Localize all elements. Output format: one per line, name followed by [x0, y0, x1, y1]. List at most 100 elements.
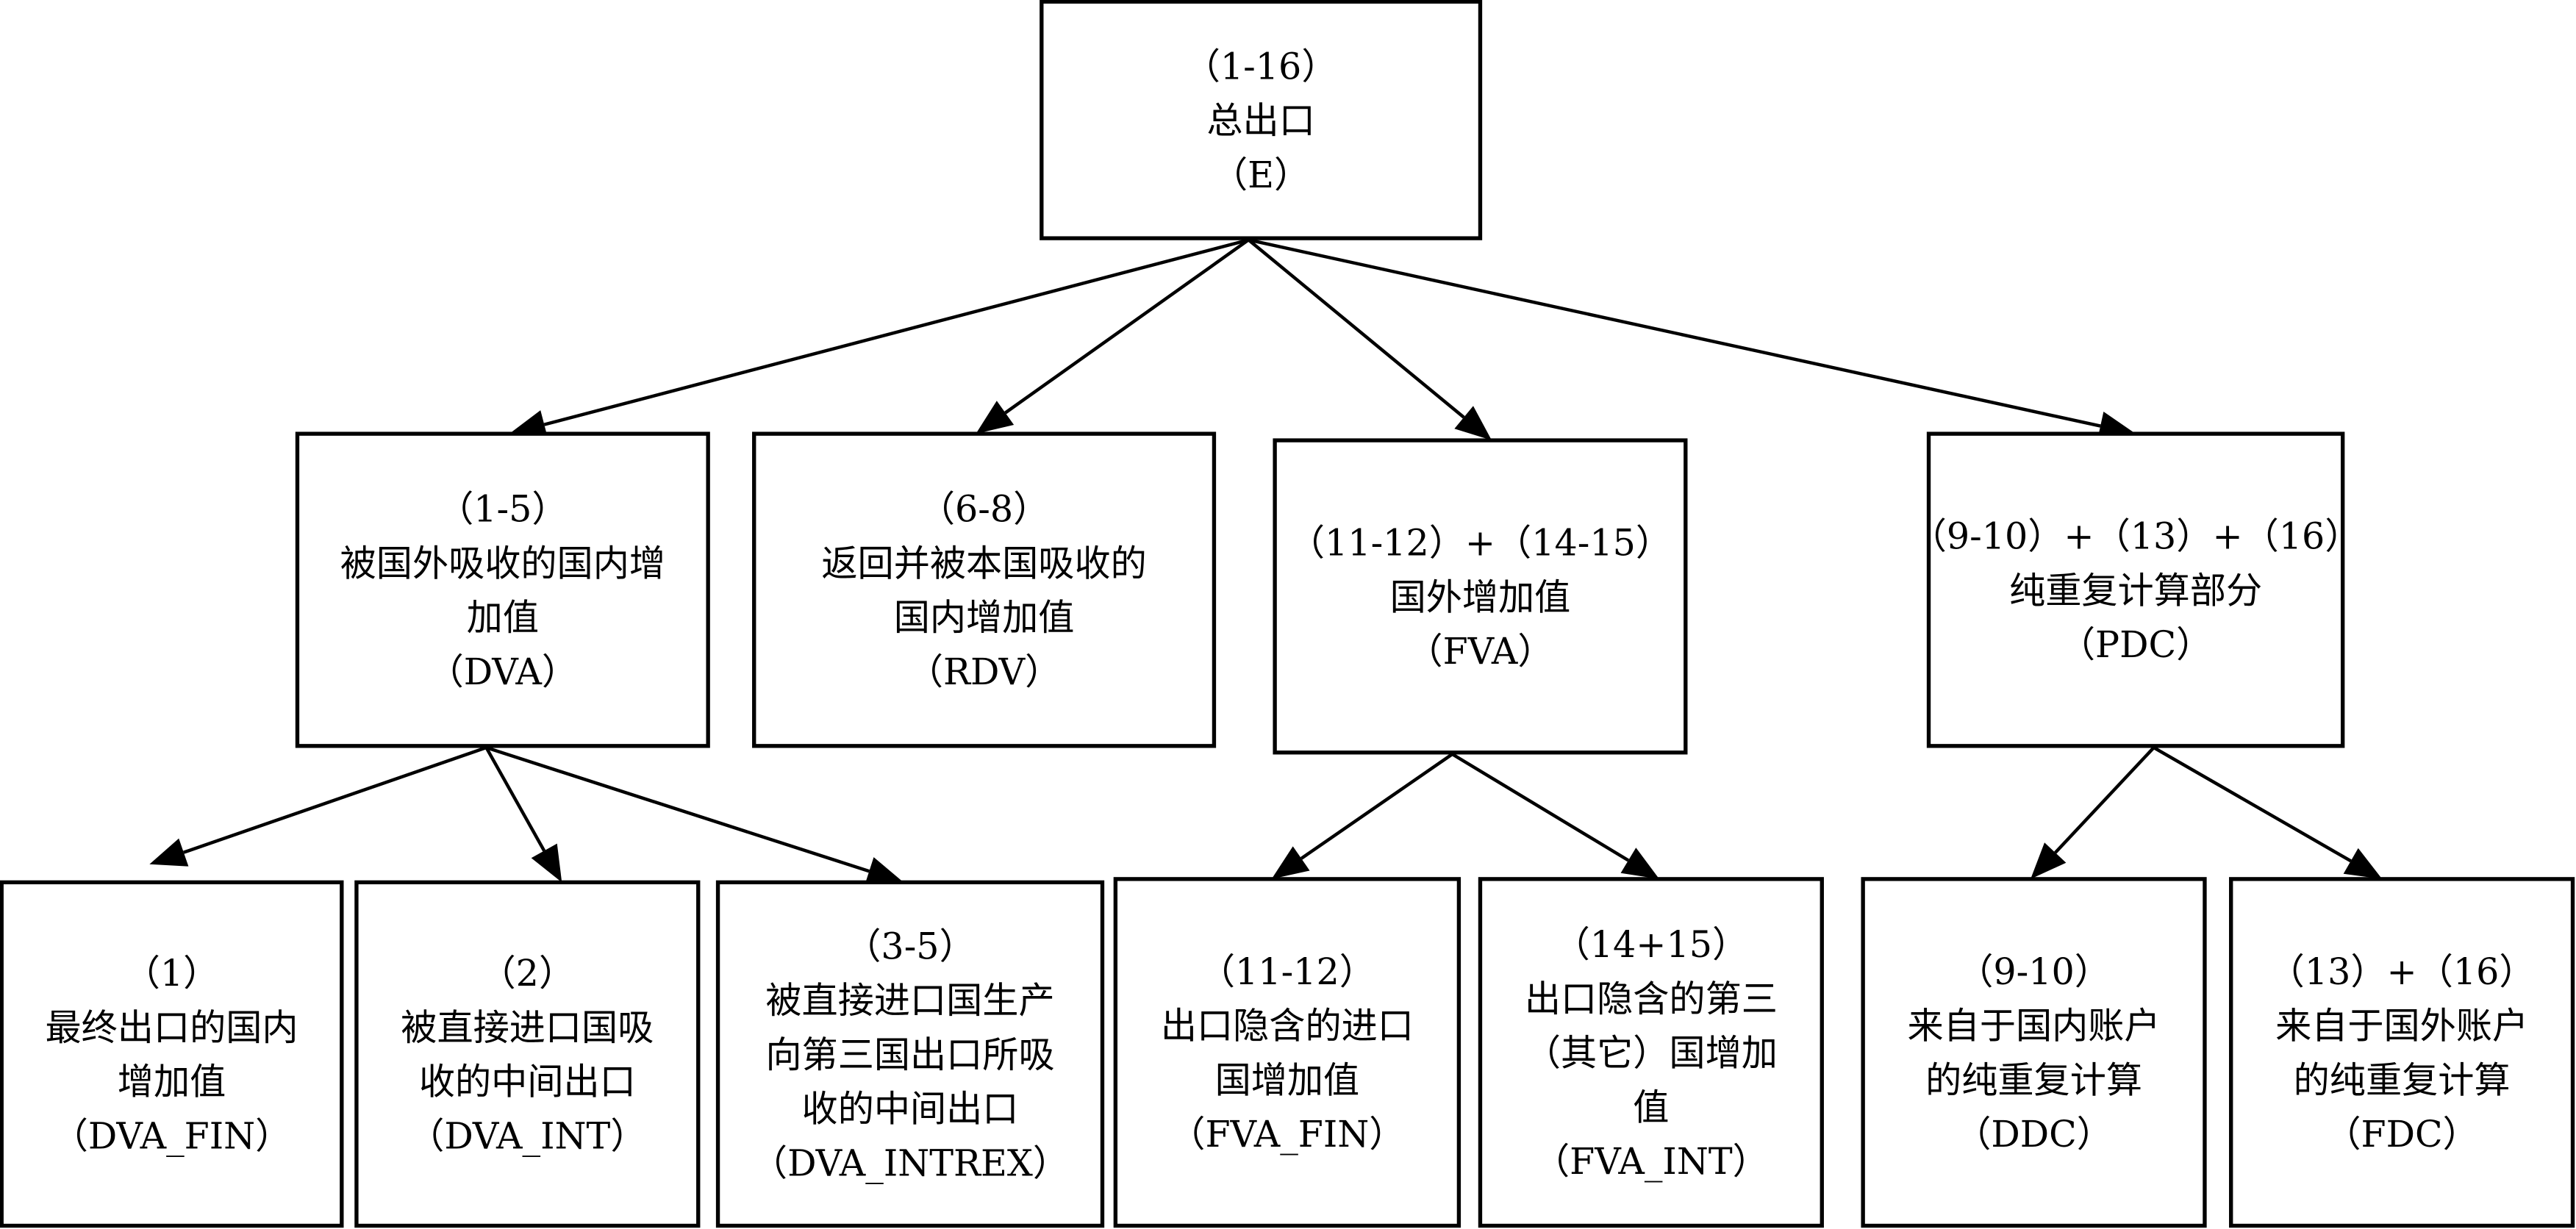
- node-label-line: （RDV）: [907, 651, 1061, 693]
- node-label-line: 国内增加值: [894, 596, 1075, 639]
- node-label-line: 增加值: [118, 1061, 226, 1103]
- node-label-line: 被直接进口国吸: [401, 1006, 654, 1049]
- edges-layer: [149, 238, 2383, 886]
- node-label-line: 被直接进口国生产: [765, 979, 1054, 1022]
- edge-pdc-to-ddc: [2031, 746, 2155, 879]
- arrowhead-icon: [976, 401, 1015, 434]
- node-label-line: 来自于国内账户: [1908, 1005, 2161, 1047]
- edge-line: [1451, 753, 1630, 862]
- node-label-line: （1）: [124, 952, 220, 995]
- node-label-line: （9-10）: [1957, 950, 2111, 993]
- arrowhead-icon: [1271, 846, 1310, 879]
- edge-line: [485, 745, 870, 873]
- node-label-line: 最终出口的国内: [46, 1006, 298, 1049]
- node-label-line: （9-10）+（13）+（16）: [1911, 515, 2361, 558]
- node-label-line: （FVA_FIN）: [1169, 1113, 1405, 1155]
- node-label-line: 被国外吸收的国内增: [340, 542, 665, 584]
- node-label-line: 收的中间出口: [802, 1088, 1019, 1131]
- node-label-line: （PDC）: [2059, 623, 2212, 666]
- node-label-line: （2）: [480, 952, 576, 995]
- arrowhead-icon: [2031, 842, 2067, 879]
- arrowhead-icon: [865, 857, 904, 886]
- node-label-line: （11-12）+（14-15）: [1289, 522, 1672, 565]
- node-label-line: （FVA_INT）: [1534, 1140, 1769, 1183]
- node-pdc: （9-10）+（13）+（16） 纯重复计算部分 （PDC）: [1911, 431, 2361, 748]
- node-label-line: （1-5）: [437, 488, 568, 531]
- node-label-line: 出口隐含的进口: [1161, 1005, 1414, 1047]
- edge-fva-to-fva-fin: [1271, 753, 1453, 879]
- edge-line: [183, 745, 487, 854]
- node-box: [1926, 431, 2345, 748]
- node-label-line: 国外增加值: [1390, 576, 1571, 618]
- node-label-line: （FVA）: [1406, 630, 1553, 673]
- edge-pdc-to-fdc: [2153, 746, 2383, 879]
- edge-dva-to-dva-int: [484, 746, 562, 883]
- arrowhead-icon: [1454, 406, 1492, 441]
- node-label-line: （FDC）: [2325, 1113, 2478, 1155]
- node-label-line: （13）+（16）: [2269, 950, 2536, 993]
- edge-line: [1247, 238, 1465, 419]
- node-label-line: 国增加值: [1215, 1058, 1360, 1101]
- edge-line: [484, 746, 546, 852]
- node-label-line: （DDC）: [1955, 1113, 2113, 1155]
- node-label-line: （DVA_INTREX）: [751, 1142, 1069, 1184]
- node-label-line: （DVA_FIN）: [52, 1114, 292, 1157]
- node-label-line: 来自于国外账户: [2275, 1005, 2528, 1047]
- node-box: [1478, 877, 1824, 1228]
- arrowhead-icon: [531, 843, 562, 883]
- arrowhead-icon: [1620, 848, 1660, 879]
- node-label-line: 加值: [467, 596, 539, 639]
- node-label-line: （6-8）: [919, 488, 1049, 531]
- node-label-line: （其它）国增加: [1525, 1032, 1778, 1075]
- edge-line: [2054, 746, 2155, 854]
- arrowhead-icon: [509, 410, 548, 440]
- node-box: [1040, 0, 1483, 240]
- node-label-line: 值: [1633, 1086, 1669, 1128]
- edge-total-to-pdc: [1248, 238, 2136, 441]
- edge-line: [543, 238, 1249, 426]
- edge-line: [2153, 746, 2352, 863]
- node-label-line: （11-12）: [1199, 950, 1375, 993]
- node-label-line: （DVA_INT）: [408, 1114, 646, 1157]
- node-box: [354, 880, 701, 1228]
- edge-dva-to-dva-fin: [149, 745, 487, 867]
- node-total: （1-16） 总出口 （E）: [1040, 0, 1483, 240]
- edge-total-to-dva: [509, 238, 1249, 440]
- node-label-line: （DVA）: [428, 651, 579, 693]
- edge-dva-to-dva-intrex: [485, 745, 904, 886]
- node-label-line: 向第三国出口所吸: [765, 1033, 1054, 1076]
- node-box: [1273, 438, 1688, 755]
- node-label-line: 纯重复计算部分: [2009, 569, 2262, 612]
- arrowhead-icon: [2343, 848, 2383, 879]
- node-label-line: （3-5）: [845, 925, 975, 967]
- node-label-line: （1-16）: [1184, 45, 1338, 87]
- node-box: [295, 431, 710, 748]
- node-label-line: 总出口: [1206, 99, 1314, 142]
- edge-total-to-rdv: [976, 238, 1250, 434]
- edge-line: [1004, 238, 1250, 415]
- node-label-line: 的纯重复计算: [2294, 1058, 2511, 1101]
- node-label-line: 返回并被本国吸收的: [821, 542, 1146, 584]
- node-fva-int: （14+15） 出口隐含的第三 （其它）国增加值 （FVA_INT）: [1478, 877, 1824, 1228]
- edge-line: [1248, 238, 2101, 428]
- node-box: [2229, 877, 2575, 1228]
- node-box: [1861, 877, 2207, 1228]
- node-box: [715, 880, 1105, 1228]
- node-label-line: （14+15）: [1554, 923, 1749, 966]
- node-box: [0, 880, 344, 1228]
- node-label-line: 出口隐含的第三: [1525, 978, 1778, 1020]
- arrowhead-icon: [149, 838, 189, 867]
- edge-line: [1300, 753, 1453, 860]
- node-box: [1113, 877, 1461, 1228]
- node-label-line: （E）: [1212, 154, 1310, 196]
- node-box: [752, 431, 1217, 748]
- node-label-line: 收的中间出口: [419, 1061, 636, 1103]
